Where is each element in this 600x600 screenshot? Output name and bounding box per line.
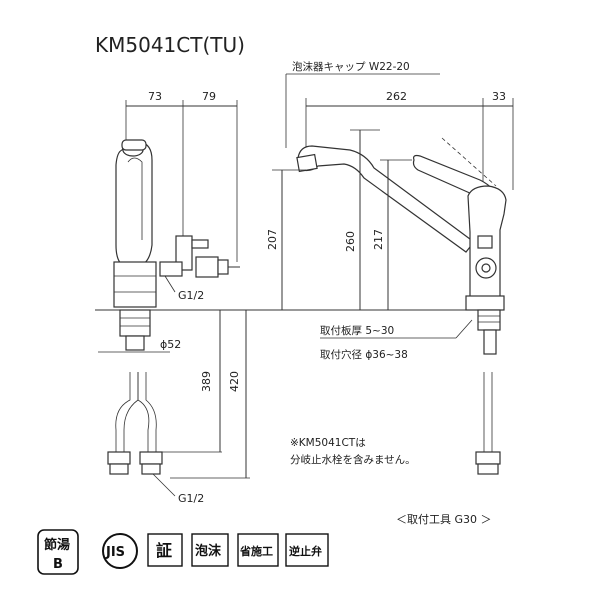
dim-262: 262 — [386, 90, 407, 103]
badge-setsuyu-b: 節湯 B — [37, 529, 79, 575]
dim-217: 217 — [372, 229, 385, 250]
dim-260: 260 — [344, 231, 357, 252]
dim-phi52: ϕ52 — [160, 338, 181, 351]
svg-text:B: B — [53, 557, 63, 572]
note-line-2: 分岐止水栓を含みません。 — [290, 453, 416, 466]
svg-text:JIS: JIS — [105, 545, 125, 560]
note-line-1: ※KM5041CTは — [290, 437, 366, 449]
label-g12-bottom: G1/2 — [178, 492, 204, 505]
dim-207: 207 — [266, 229, 279, 250]
product-title: KM5041CT(TU) — [95, 33, 245, 57]
front-view: 泡沫器キャップ W22-20 262 33 — [266, 60, 514, 475]
dim-79: 79 — [202, 90, 216, 103]
side-view: 73 79 G1/2 ϕ52 — [95, 90, 470, 505]
badge-jis: JIS — [102, 533, 138, 569]
svg-text:省施工: 省施工 — [239, 544, 273, 558]
mount-hole-label: 取付穴径 ϕ36~38 — [320, 348, 408, 361]
badge-gyakushiben: 逆止弁 — [285, 533, 329, 567]
badge-sho: 証 — [147, 533, 183, 567]
front-base — [465, 295, 505, 311]
mount-thickness-label: 取付板厚 5~30 — [320, 324, 394, 337]
svg-text:証: 証 — [156, 541, 172, 560]
side-hose-left — [115, 372, 131, 452]
dim-420: 420 — [228, 371, 241, 392]
aerator-cap-label: 泡沫器キャップ W22-20 — [292, 60, 410, 73]
svg-text:節湯: 節湯 — [44, 537, 70, 553]
side-body — [115, 141, 153, 267]
dim-73: 73 — [148, 90, 162, 103]
side-base — [113, 261, 157, 308]
label-g12-top: G1/2 — [178, 289, 204, 302]
dim-33: 33 — [492, 90, 506, 103]
side-hose-right — [137, 372, 150, 452]
svg-text:泡沫: 泡沫 — [195, 543, 222, 559]
svg-text:逆止弁: 逆止弁 — [289, 544, 322, 558]
tool-label: ＜取付工具 G30 ＞ — [396, 513, 492, 526]
spout — [297, 145, 475, 253]
dim-389: 389 — [200, 371, 213, 392]
badge-houmatsu: 泡沫 — [191, 533, 229, 567]
badge-shosekou: 省施工 — [237, 533, 279, 567]
